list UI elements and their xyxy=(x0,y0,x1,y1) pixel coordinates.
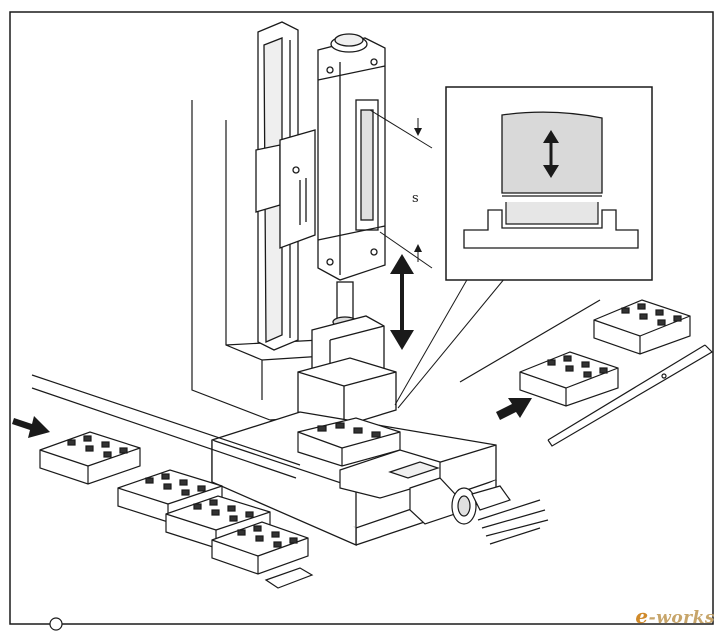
drive-motor xyxy=(409,477,549,545)
input-conveyor xyxy=(31,374,314,589)
detail-inset xyxy=(394,86,653,409)
pallet-right-2 xyxy=(593,299,691,355)
pneumatic-cylinder xyxy=(317,33,386,328)
output-conveyor xyxy=(459,299,713,447)
stroke-dimension xyxy=(369,109,433,269)
linear-guide-rail xyxy=(255,21,316,351)
watermark-logo: e-works xyxy=(635,604,715,628)
pallet-left-1 xyxy=(39,431,141,485)
double-arrow-vertical-icon xyxy=(543,130,559,178)
arrow-right-icon xyxy=(12,416,50,438)
figure-frame xyxy=(9,11,714,625)
pallet-right-1 xyxy=(519,351,619,407)
arrow-right-icon xyxy=(496,398,532,420)
stroke-label: s xyxy=(412,191,419,206)
corner-circle xyxy=(49,617,63,631)
double-arrow-vertical-icon xyxy=(390,254,414,350)
press-tool xyxy=(297,315,397,427)
pallet-left-4 xyxy=(211,521,309,575)
